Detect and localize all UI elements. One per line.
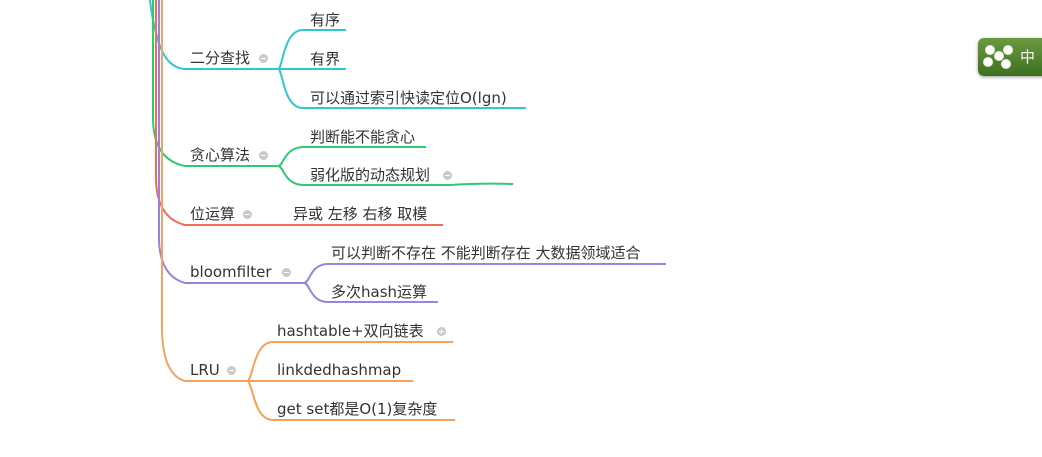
node-sorted[interactable]: 有序 — [310, 11, 341, 29]
trunk-line-red — [155, 0, 186, 226]
flower-icon — [1002, 60, 1010, 68]
flower-icon — [995, 52, 1003, 60]
node-bloomfilter[interactable]: bloomfilter — [190, 263, 272, 281]
flower-icon — [1004, 46, 1012, 54]
flower-icon — [986, 46, 994, 54]
collapse-toggle-icon[interactable] — [259, 151, 268, 160]
node-index-access[interactable]: 可以通过索引快读定位O(lgn) — [310, 89, 507, 107]
node-bloom-property[interactable]: 可以判断不存在 不能判断存在 大数据领域适合 — [331, 244, 641, 262]
trunk-line-purple — [158, 0, 186, 284]
node-bit-ops[interactable]: 位运算 — [190, 205, 236, 223]
node-bloom-hash[interactable]: 多次hash运算 — [331, 283, 428, 301]
node-bit-ops-detail[interactable]: 异或 左移 右移 取模 — [293, 205, 428, 223]
trunk-line-green — [152, 0, 186, 167]
trunk-line-orange — [161, 0, 186, 382]
flower-icon — [984, 58, 992, 66]
node-bounded[interactable]: 有界 — [310, 50, 341, 68]
node-hashtable-list[interactable]: hashtable+双向链表 — [277, 322, 424, 340]
connector-orange-3 — [246, 380, 455, 421]
connector-teal-3 — [277, 68, 526, 109]
expand-toggle-icon[interactable] — [437, 327, 446, 336]
connector-purple-2 — [303, 282, 438, 303]
collapse-toggle-icon[interactable] — [282, 268, 291, 277]
connector-green-1 — [277, 146, 426, 167]
node-lru[interactable]: LRU — [190, 361, 220, 379]
node-get-set[interactable]: get set都是O(1)复杂度 — [277, 400, 438, 418]
flower-badge-icon[interactable]: 中 — [978, 38, 1042, 76]
node-linkedhashmap[interactable]: linkdedhashmap — [277, 361, 402, 379]
collapse-toggle-icon[interactable] — [227, 366, 236, 375]
node-greedy[interactable]: 贪心算法 — [190, 146, 251, 164]
connector-purple-1 — [303, 263, 666, 284]
collapse-toggle-icon[interactable] — [243, 210, 252, 219]
collapse-toggle-icon[interactable] — [443, 171, 452, 180]
connector-teal-1 — [277, 29, 346, 70]
badge-label: 中 — [1020, 49, 1036, 66]
collapse-toggle-icon[interactable] — [259, 54, 268, 63]
node-weak-dp[interactable]: 弱化版的动态规划 — [310, 166, 431, 184]
node-binary-search[interactable]: 二分查找 — [190, 49, 251, 67]
connector-green-2 — [277, 165, 514, 186]
node-greedy-check[interactable]: 判断能不能贪心 — [310, 128, 416, 146]
connector-orange-1 — [246, 341, 453, 382]
